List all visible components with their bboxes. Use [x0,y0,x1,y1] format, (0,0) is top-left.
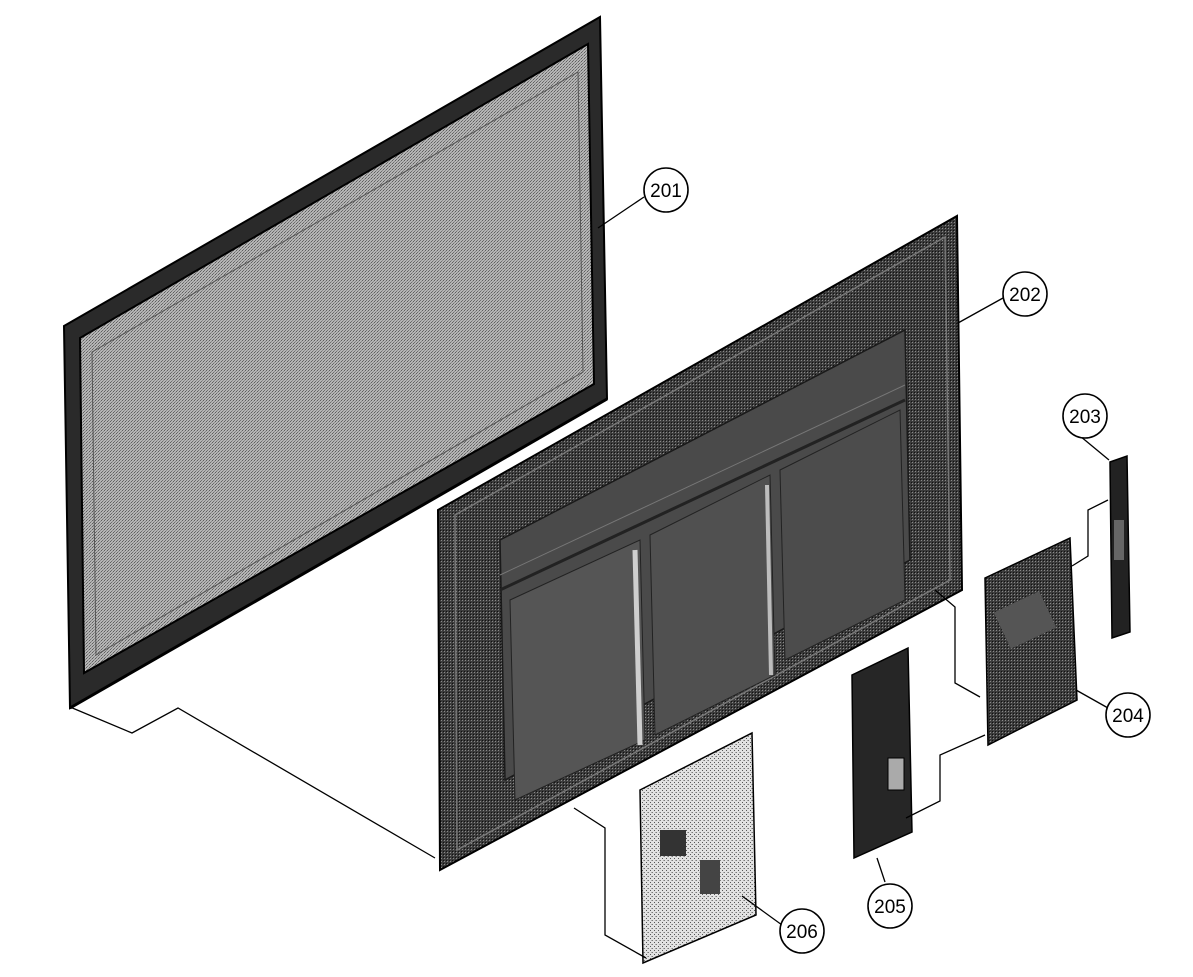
callout-201: 201 [643,167,689,213]
callout-206-label: 206 [786,922,818,943]
callout-203-label: 203 [1069,407,1101,428]
callout-201-label: 201 [650,181,682,202]
part-205-input-board [851,646,913,860]
callout-202-label: 202 [1009,285,1041,306]
part-202-chassis [436,214,964,872]
part-204-main-board [984,536,1078,747]
callout-204: 204 [1105,692,1151,738]
callout-205-label: 205 [874,897,906,918]
leader-lines [69,196,1110,959]
callout-206: 206 [779,908,825,954]
callout-205: 205 [867,883,913,929]
callout-204-label: 204 [1112,706,1144,727]
callout-202: 202 [1002,271,1048,317]
part-206-power-board [639,731,757,965]
part-201-front-bezel [62,15,609,710]
callout-203: 203 [1062,393,1108,439]
part-203-side-board [1109,454,1131,640]
